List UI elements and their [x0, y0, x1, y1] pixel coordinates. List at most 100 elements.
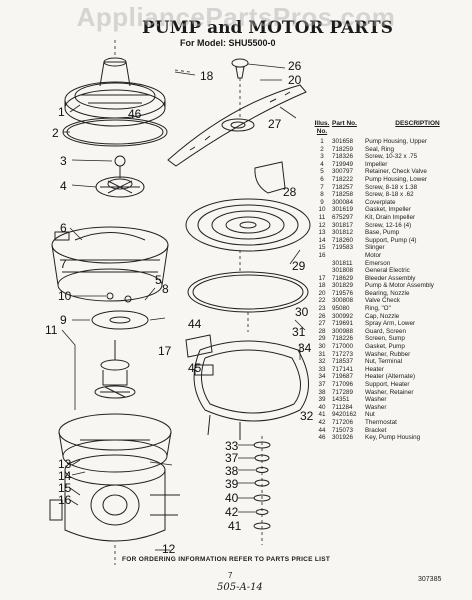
- row-description: Retainer, Check Valve: [365, 168, 427, 176]
- table-row: 14 718260 Support, Pump (4): [312, 237, 470, 245]
- part-pump-gasket: [187, 271, 309, 313]
- part-coverplate: [91, 310, 149, 330]
- handwritten-note: 505-A-14: [217, 582, 263, 593]
- row-description: Washer, Retainer: [365, 388, 414, 396]
- callout-45: 45: [188, 361, 202, 375]
- row-illus-no: 32: [318, 358, 326, 366]
- row-illus-no: 15: [318, 244, 326, 252]
- row-illus-no: 41: [318, 411, 326, 419]
- callout-7: 7: [60, 257, 67, 271]
- row-part-no: 718257: [332, 183, 354, 191]
- row-part-no: 718629: [332, 274, 354, 282]
- callout-numbers: 26 20 18 1 46 2 3 4 27 6 28 7 5 8 29 10 …: [45, 59, 314, 556]
- row-description: Emerson: [365, 259, 391, 267]
- callout-29: 29: [292, 259, 306, 273]
- row-illus-no: 2: [320, 145, 324, 153]
- row-description: Gasket, Pump: [365, 343, 405, 351]
- header-illus-no: Illus. No.: [314, 120, 330, 135]
- row-description: Guard, Screen: [365, 327, 406, 335]
- callout-44: 44: [188, 317, 202, 331]
- row-illus-no: 20: [318, 289, 326, 297]
- row-illus-no: 10: [318, 206, 326, 214]
- row-part-no: 300084: [332, 198, 354, 206]
- row-part-no: 715073: [332, 426, 354, 434]
- row-description: Thermostat: [365, 418, 397, 426]
- callout-3: 3: [60, 154, 67, 168]
- part-screw: [114, 155, 126, 178]
- row-description: Pump Housing, Upper: [365, 138, 427, 145]
- part-impeller: [95, 176, 145, 198]
- ordering-info-footer: FOR ORDERING INFORMATION REFER TO PARTS …: [122, 556, 331, 563]
- callout-9: 9: [60, 313, 67, 327]
- row-part-no: 718260: [332, 236, 354, 244]
- row-part-no: 719576: [332, 289, 354, 297]
- row-part-no: 301926: [332, 434, 354, 442]
- callout-41: 41: [228, 519, 242, 533]
- row-illus-no: 14: [318, 236, 326, 244]
- row-part-no: [332, 252, 360, 260]
- row-part-no: 717096: [332, 381, 354, 388]
- row-illus-no: 12: [318, 221, 326, 229]
- row-description: Screw, 8-18 x 1.38: [365, 183, 418, 191]
- row-illus-no: 22: [318, 297, 326, 305]
- callout-31: 31: [292, 325, 306, 339]
- row-description: Washer: [365, 396, 387, 404]
- row-part-no: 301808: [332, 267, 354, 275]
- row-illus-no: 6: [320, 175, 324, 183]
- row-part-no: 718259: [332, 145, 354, 153]
- row-description: Bearing, Nozzle: [365, 289, 410, 297]
- row-illus-no: [312, 260, 332, 268]
- row-description: Support, Pump (4): [365, 236, 417, 244]
- table-row: 20 719576 Bearing, Nozzle: [312, 290, 470, 298]
- page-number: 7: [228, 571, 233, 580]
- row-description: Nut, Terminal: [365, 358, 402, 366]
- part-drain-impeller-kit: [94, 340, 136, 399]
- row-illus-no: 18: [318, 282, 326, 290]
- row-illus-no: 7: [320, 183, 324, 191]
- table-row: 32 718537 Nut, Terminal: [312, 358, 470, 366]
- part-sump-screen: [185, 198, 311, 252]
- callout-6: 6: [60, 221, 67, 235]
- row-part-no: 717000: [332, 343, 354, 351]
- row-illus-no: 31: [318, 350, 326, 358]
- part-pump-base: [58, 413, 172, 473]
- row-part-no: 718537: [332, 358, 354, 366]
- row-illus-no: 3: [320, 153, 324, 161]
- row-description: Bleeder Assembly: [365, 274, 416, 282]
- row-description: Coverplate: [365, 198, 396, 206]
- callout-28: 28: [283, 185, 297, 199]
- row-illus-no: 28: [318, 327, 326, 335]
- callout-42: 42: [225, 505, 239, 519]
- row-part-no: 301812: [332, 229, 354, 237]
- row-part-no: 301829: [332, 282, 354, 290]
- row-part-no: 711284: [332, 403, 353, 411]
- row-illus-no: 26: [318, 312, 326, 320]
- row-description: Cap, Nozzle: [365, 312, 400, 320]
- row-part-no: 719687: [332, 373, 354, 381]
- row-illus-no: 44: [318, 426, 326, 434]
- part-bracket: [185, 334, 214, 376]
- row-description: Kit, Drain Impeller: [365, 213, 416, 221]
- row-part-no: 719691: [332, 320, 354, 328]
- row-part-no: 718258: [332, 191, 354, 199]
- row-part-no: 718226: [332, 335, 354, 343]
- row-illus-no: 40: [318, 403, 326, 411]
- callout-40: 40: [225, 491, 239, 505]
- header-part-no: Part No.: [332, 120, 357, 127]
